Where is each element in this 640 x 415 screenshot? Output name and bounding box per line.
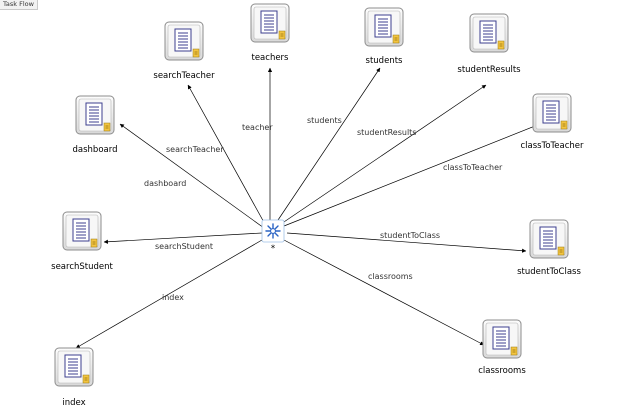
- page-document-icon: [54, 347, 94, 387]
- edge-searchStudent[interactable]: searchStudent: [103, 232, 263, 251]
- node-label-studentToClass: studentToClass: [517, 267, 581, 277]
- node-classToTeacher[interactable]: classToTeacher: [520, 93, 584, 151]
- edge-label-index: index: [162, 293, 184, 302]
- node-label-classToTeacher: classToTeacher: [520, 141, 584, 151]
- node-studentResults[interactable]: studentResults: [457, 13, 521, 75]
- node-classrooms[interactable]: classrooms: [478, 319, 526, 376]
- edge-label-students: students: [307, 116, 342, 125]
- edge-students[interactable]: students: [273, 67, 381, 227]
- node-label-searchStudent: searchStudent: [51, 262, 113, 272]
- page-document-icon: [529, 219, 569, 259]
- edge-label-classrooms: classrooms: [368, 272, 413, 281]
- node-label-index: index: [62, 398, 85, 408]
- page-document-icon: [62, 211, 102, 251]
- wildcard-control-flow-icon: [265, 223, 281, 239]
- page-document-icon: [364, 7, 404, 47]
- edge-label-studentToClass: studentToClass: [380, 231, 440, 240]
- node-searchTeacher[interactable]: searchTeacher: [153, 21, 215, 81]
- page-document-icon: [469, 13, 509, 53]
- edge-teacher[interactable]: teacher: [242, 67, 273, 226]
- node-studentToClass[interactable]: studentToClass: [517, 219, 581, 277]
- node-label-teachers: teachers: [252, 53, 290, 63]
- node-label-searchTeacher: searchTeacher: [153, 71, 215, 81]
- node-teachers[interactable]: teachers: [250, 3, 290, 63]
- edge-studentToClass[interactable]: studentToClass: [286, 231, 527, 253]
- page-document-icon: [164, 21, 204, 61]
- edge-classToTeacher[interactable]: classToTeacher: [283, 123, 541, 227]
- node-index[interactable]: index: [54, 347, 94, 408]
- edge-dashboard[interactable]: dashboard: [119, 123, 265, 229]
- node-label-students: students: [366, 56, 403, 66]
- node-students[interactable]: students: [364, 7, 404, 66]
- page-document-icon: [75, 95, 115, 135]
- edge-classrooms[interactable]: classrooms: [283, 239, 485, 346]
- node-dashboard[interactable]: dashboard: [73, 95, 118, 155]
- node-label-classrooms: classrooms: [478, 366, 526, 376]
- edge-studentResults[interactable]: studentResults: [277, 84, 487, 227]
- task-flow-tab[interactable]: Task Flow: [0, 0, 38, 10]
- wildcard-hub[interactable]: *: [261, 219, 285, 254]
- edge-label-studentResults: studentResults: [357, 128, 416, 137]
- edge-label-dashboard: dashboard: [144, 179, 186, 188]
- edge-label-searchTeacher: searchTeacher: [166, 145, 224, 154]
- node-label-dashboard: dashboard: [73, 145, 118, 155]
- edge-label-classToTeacher: classToTeacher: [443, 163, 503, 172]
- node-searchStudent[interactable]: searchStudent: [51, 211, 114, 272]
- page-document-icon: [532, 93, 572, 133]
- edge-index[interactable]: index: [75, 239, 263, 349]
- node-label-studentResults: studentResults: [457, 65, 521, 75]
- hub-label: *: [271, 244, 275, 254]
- edge-label-searchStudent: searchStudent: [155, 242, 213, 251]
- page-document-icon: [250, 3, 290, 43]
- edge-searchTeacher[interactable]: searchTeacher: [166, 84, 267, 227]
- page-document-icon: [482, 319, 522, 359]
- edge-label-teacher: teacher: [242, 123, 273, 132]
